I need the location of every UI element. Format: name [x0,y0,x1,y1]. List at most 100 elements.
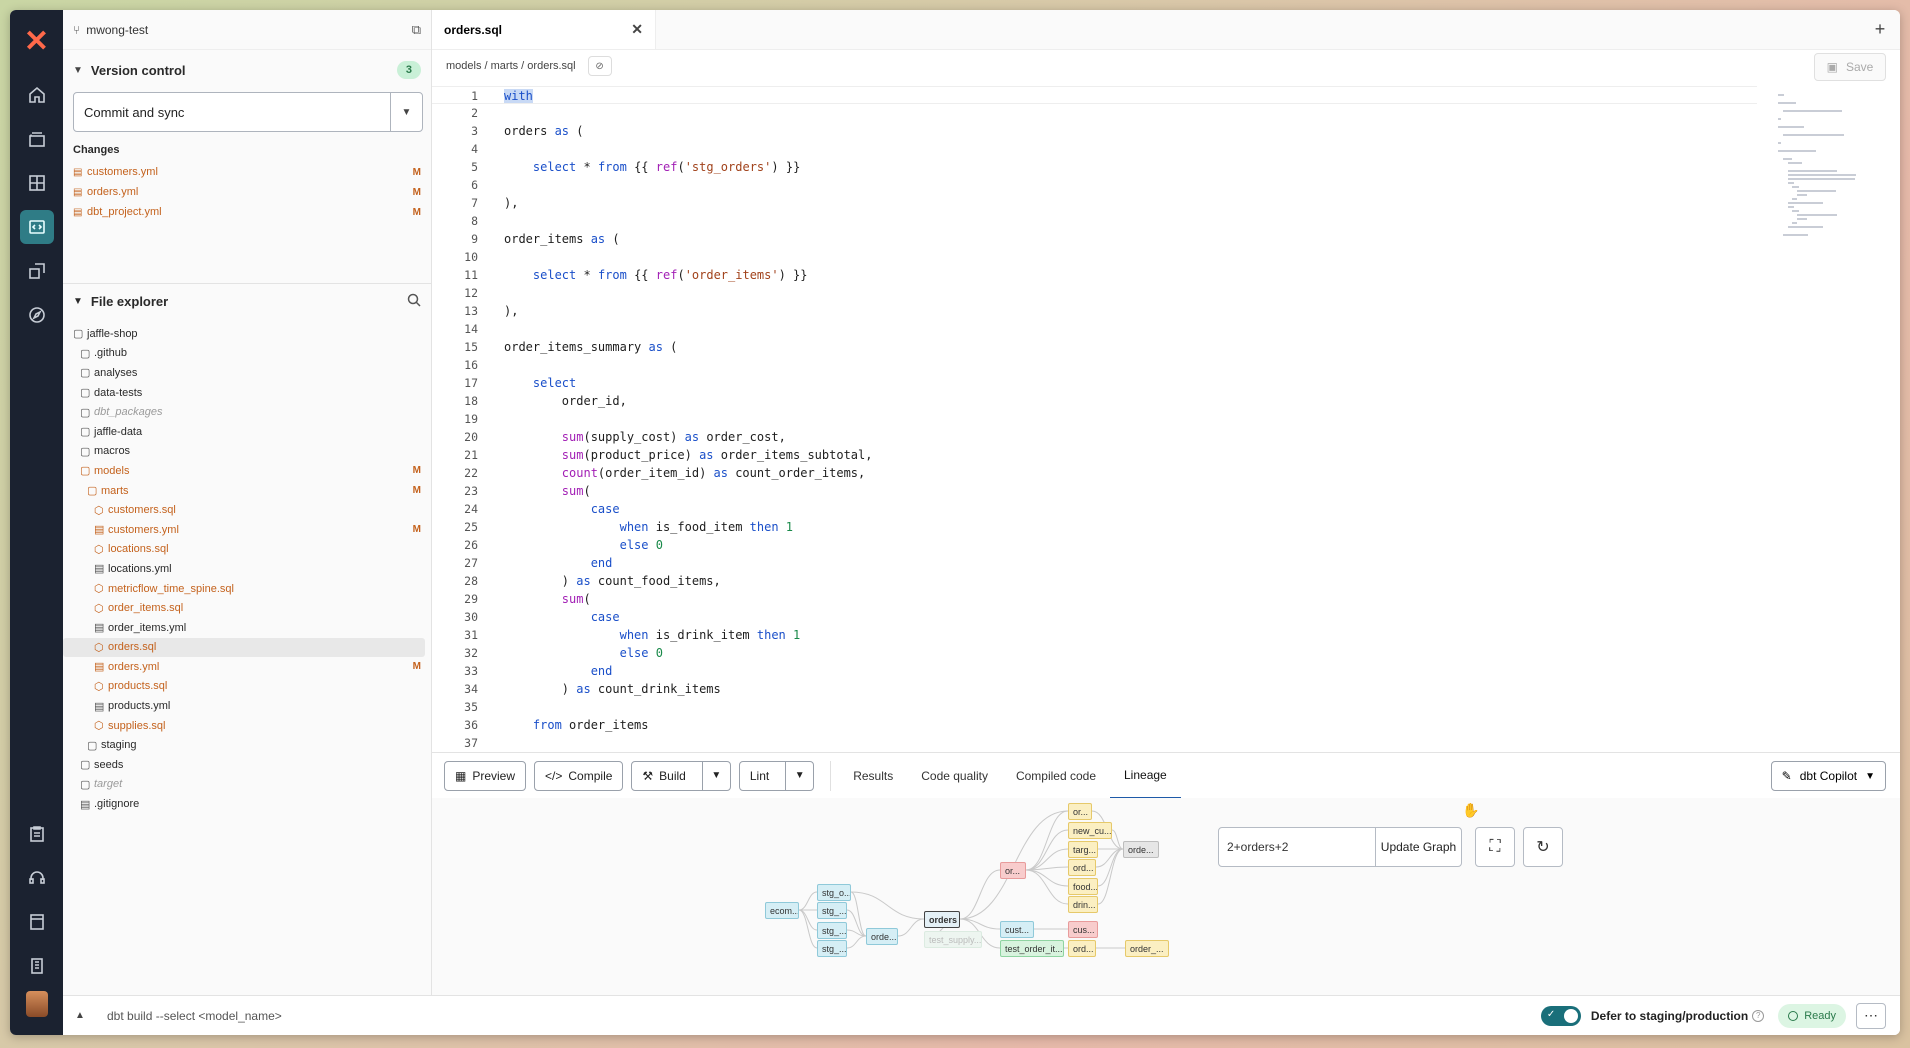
more-options-icon[interactable]: ⋯ [1856,1003,1886,1029]
chevron-down-icon[interactable]: ▼ [390,93,422,131]
file-tree-item[interactable]: ⬡customers.sql [63,500,431,520]
file-tree-item[interactable]: ▢data-tests [63,383,431,403]
file-tree-item[interactable]: ⬡products.sql [63,677,431,697]
file-tree-item[interactable]: ▤orders.ymlM [63,657,431,677]
lineage-node[interactable]: test_order_it... [1000,940,1064,957]
file-tree-item[interactable]: ⬡orders.sql [63,638,425,658]
graph-selector[interactable]: 2+orders+2 Update Graph [1218,827,1462,867]
build-button[interactable]: ⚒ Build ▼ [631,761,730,791]
build-main[interactable]: ⚒ Build [632,762,695,790]
clipboard-icon[interactable] [20,817,54,851]
file-tree-item[interactable]: ⬡metricflow_time_spine.sql [63,579,431,599]
lineage-node[interactable]: ord... [1068,940,1096,957]
dbt-logo-icon[interactable]: ✕ [22,26,52,56]
file-tree-item[interactable]: ▢dbt_packages [63,402,431,422]
catalog-icon[interactable] [20,122,54,156]
home-icon[interactable] [20,78,54,112]
avatar[interactable] [26,991,48,1017]
lineage-node[interactable]: ecom.... [765,902,799,919]
lineage-node[interactable]: orde... [866,928,898,945]
docs-icon[interactable] [20,905,54,939]
lineage-node[interactable]: cus... [1068,921,1098,938]
deploy-icon[interactable] [20,254,54,288]
file-tree-item[interactable]: ▤.gitignore [63,794,431,814]
settings-building-icon[interactable] [20,949,54,983]
file-tree-item[interactable]: ▢target [63,775,431,795]
changed-file-item[interactable]: ▤customers.ymlM [63,162,431,182]
dbt-copilot-button[interactable]: ✎ dbt Copilot ▼ [1771,761,1886,791]
lineage-node[interactable]: food... [1068,878,1098,895]
code-line: 12 [432,284,1757,302]
commit-and-sync-button[interactable]: Commit and sync ▼ [73,92,423,132]
lineage-node[interactable]: stg_o... [817,884,851,901]
lineage-node[interactable]: cust... [1000,921,1034,938]
file-tree-item[interactable]: ▤order_items.yml [63,618,431,638]
fullscreen-icon[interactable]: ⛶ [1475,827,1515,867]
tab-lineage[interactable]: Lineage [1110,753,1181,799]
defer-toggle[interactable]: ✓ [1541,1006,1581,1026]
dashboard-icon[interactable] [20,166,54,200]
file-tree-item[interactable]: ▢modelsM [63,461,431,481]
help-icon[interactable]: ? [1752,1010,1764,1022]
code-editor[interactable]: 1with23orders as (45 select * from {{ re… [432,86,1757,756]
file-tree-item[interactable]: ▢seeds [63,755,431,775]
tab-code-quality[interactable]: Code quality [907,753,1002,799]
lineage-node[interactable]: or... [1000,862,1026,879]
file-tree-item[interactable]: ▢analyses [63,363,431,383]
changed-file-item[interactable]: ▤orders.ymlM [63,182,431,202]
file-tree-item[interactable]: ⬡locations.sql [63,540,431,560]
lineage-node[interactable]: or... [1068,803,1092,820]
lint-button[interactable]: Lint ▼ [739,761,814,791]
tab-results[interactable]: Results [839,753,907,799]
lint-main[interactable]: Lint [740,762,779,790]
file-tree-item[interactable]: ▢jaffle-data [63,422,431,442]
file-tree-item[interactable]: ▤customers.ymlM [63,520,431,540]
version-control-header[interactable]: ▼ Version control 3 [63,50,431,90]
lineage-node[interactable]: targ... [1068,841,1098,858]
lineage-node[interactable]: ord... [1068,859,1096,876]
tab-orders-sql[interactable]: orders.sql ✕ [432,10,656,49]
file-tree-item[interactable]: ▢macros [63,442,431,462]
lineage-graph[interactable]: ✋ 2+orders+2 Update Graph ⛶ ↻ ecom....st… [432,798,1900,996]
command-input[interactable]: dbt build --select <model_name> [97,1009,1541,1023]
build-dropdown-chevron-icon[interactable]: ▼ [702,762,730,790]
chevron-up-icon[interactable]: ▲ [63,1010,97,1021]
save-button[interactable]: ▣ Save [1814,53,1886,81]
explore-icon[interactable] [20,298,54,332]
file-tree-item[interactable]: ▢jaffle-shop [63,324,431,344]
file-tree-item[interactable]: ▢staging [63,735,431,755]
lineage-node[interactable]: order_... [1125,940,1169,957]
changed-file-item[interactable]: ▤dbt_project.ymlM [63,202,431,222]
lineage-node[interactable]: drin... [1068,896,1098,913]
lineage-node[interactable]: orde... [1123,841,1159,858]
lineage-node[interactable]: new_cu... [1068,822,1112,839]
refresh-icon[interactable]: ↻ [1523,827,1563,867]
lineage-node[interactable]: stg_... [817,940,847,957]
develop-icon[interactable] [20,210,54,244]
commit-and-sync-label[interactable]: Commit and sync [74,93,390,131]
lineage-node[interactable]: orders [924,911,960,928]
new-tab-plus-icon[interactable]: + [1860,10,1900,49]
update-graph-button[interactable]: Update Graph [1376,828,1461,866]
format-icon[interactable]: ⊘ [588,56,612,76]
graph-selector-input[interactable]: 2+orders+2 [1219,828,1376,866]
support-icon[interactable] [20,861,54,895]
file-tree-item[interactable]: ▤products.yml [63,696,431,716]
file-tree-item[interactable]: ▢martsM [63,481,431,501]
file-tree-item[interactable]: ⬡order_items.sql [63,598,431,618]
file-tree-item[interactable]: ▢.github [63,344,431,364]
copy-icon[interactable]: ⧉ [412,22,421,38]
lineage-node[interactable]: stg_... [817,922,847,939]
preview-button[interactable]: ▦ Preview [444,761,526,791]
tab-compiled-code[interactable]: Compiled code [1002,753,1110,799]
minimap[interactable] [1778,92,1888,262]
close-icon[interactable]: ✕ [631,21,643,38]
compile-button[interactable]: </> Compile [534,761,623,791]
lineage-node[interactable]: stg_... [817,902,847,919]
lineage-node[interactable]: test_supply... [924,931,982,948]
file-tree-item[interactable]: ⬡supplies.sql [63,716,431,736]
lint-dropdown-chevron-icon[interactable]: ▼ [785,762,813,790]
search-icon[interactable] [407,293,421,310]
file-tree-item[interactable]: ▤locations.yml [63,559,431,579]
file-explorer-header[interactable]: ▼ File explorer [63,283,431,319]
